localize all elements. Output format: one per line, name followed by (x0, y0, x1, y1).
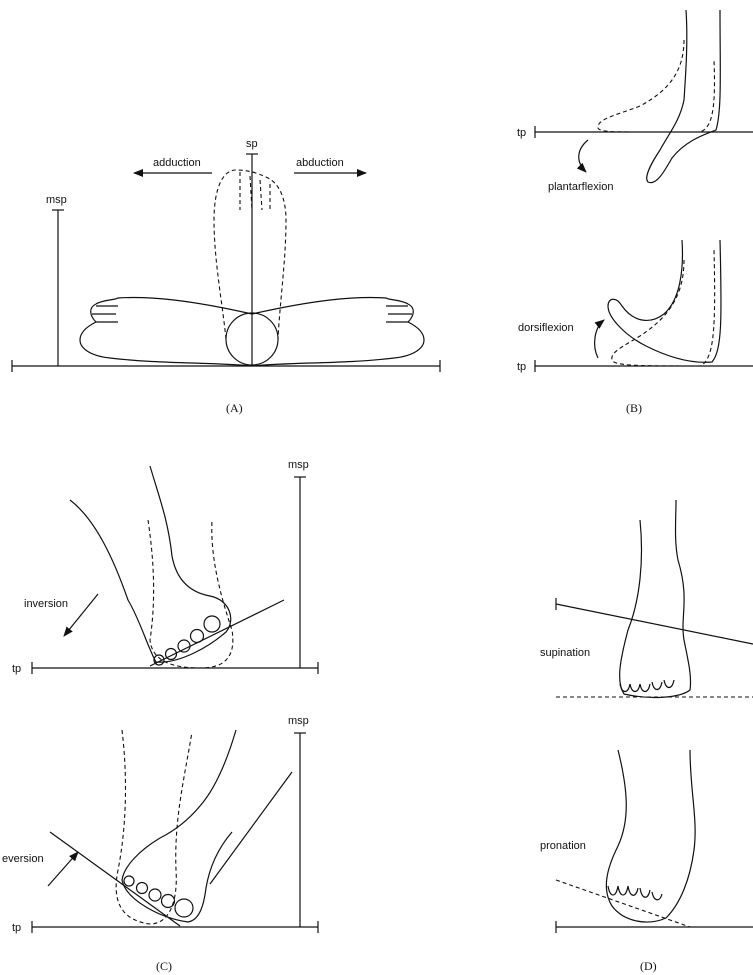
pronation-label: pronation (540, 840, 586, 852)
eversion-label: eversion (2, 853, 44, 865)
supination-toes (620, 680, 674, 692)
foot-left (80, 298, 252, 366)
pronation-dashed-plane (556, 880, 690, 927)
caption-a: (A) (226, 401, 243, 415)
inversion-toe-3 (178, 640, 190, 652)
eversion-toe-4 (162, 895, 175, 908)
inversion-tilted-plane (150, 600, 284, 666)
eversion-arrow (48, 852, 78, 886)
inversion-toe-4 (191, 630, 204, 643)
caption-b: (B) (626, 401, 642, 415)
eversion-toe-1 (124, 876, 134, 886)
eversion-toe-5 (175, 899, 193, 917)
plantarflexion-neutral-dashed (598, 40, 715, 132)
supination-foot (620, 500, 691, 697)
inversion-arrow (64, 594, 98, 636)
inversion-label: inversion (24, 598, 68, 610)
eversion-tilted-plane (50, 832, 180, 926)
eversion-toe-2 (137, 883, 148, 894)
plantarflexion-arrow (579, 140, 588, 172)
dorsiflexed-foot (608, 240, 721, 362)
tp-label-c-bottom: tp (12, 922, 21, 934)
msp-label: msp (46, 194, 67, 206)
supination-tilted-plane (556, 604, 753, 644)
plantarflexed-foot (647, 10, 721, 183)
inversion-foot (70, 466, 231, 662)
pronation-foot (606, 750, 695, 922)
eversion-toe-3 (149, 889, 161, 901)
dorsiflexion-label: dorsiflexion (518, 322, 574, 334)
tp-label-bottom: tp (517, 361, 526, 373)
panel-b: tp plantarflexion tp dorsiflexion (B) (517, 10, 753, 415)
adduction-label: adduction (153, 157, 201, 169)
eversion-neutral-dashed (116, 730, 192, 924)
caption-d: (D) (640, 959, 657, 973)
foot-right-toes (386, 306, 412, 322)
dorsiflexion-neutral-dashed (612, 250, 715, 366)
dorsiflexion-arrow (595, 320, 604, 358)
tp-label-top: tp (517, 127, 526, 139)
tp-label-c-top: tp (12, 663, 21, 675)
abduction-label: abduction (296, 157, 344, 169)
inversion-toe-5 (204, 616, 220, 632)
foot-right (252, 298, 424, 366)
panel-d: supination pronation (D) (540, 500, 753, 973)
msp-label-c-top: msp (288, 459, 309, 471)
eversion-leg-line (210, 772, 292, 884)
pronation-toes (608, 886, 662, 900)
foot-left-toes (92, 306, 118, 322)
plantarflexion-label: plantarflexion (548, 181, 613, 193)
panel-c: tp msp inversion tp msp (2, 459, 318, 973)
foot-neutral-toes (240, 172, 270, 210)
sp-label: sp (246, 138, 258, 150)
supination-label: supination (540, 647, 590, 659)
msp-label-c-bottom: msp (288, 715, 309, 727)
caption-c: (C) (156, 959, 172, 973)
panel-a: msp sp adduction abduction (A) (12, 138, 440, 415)
